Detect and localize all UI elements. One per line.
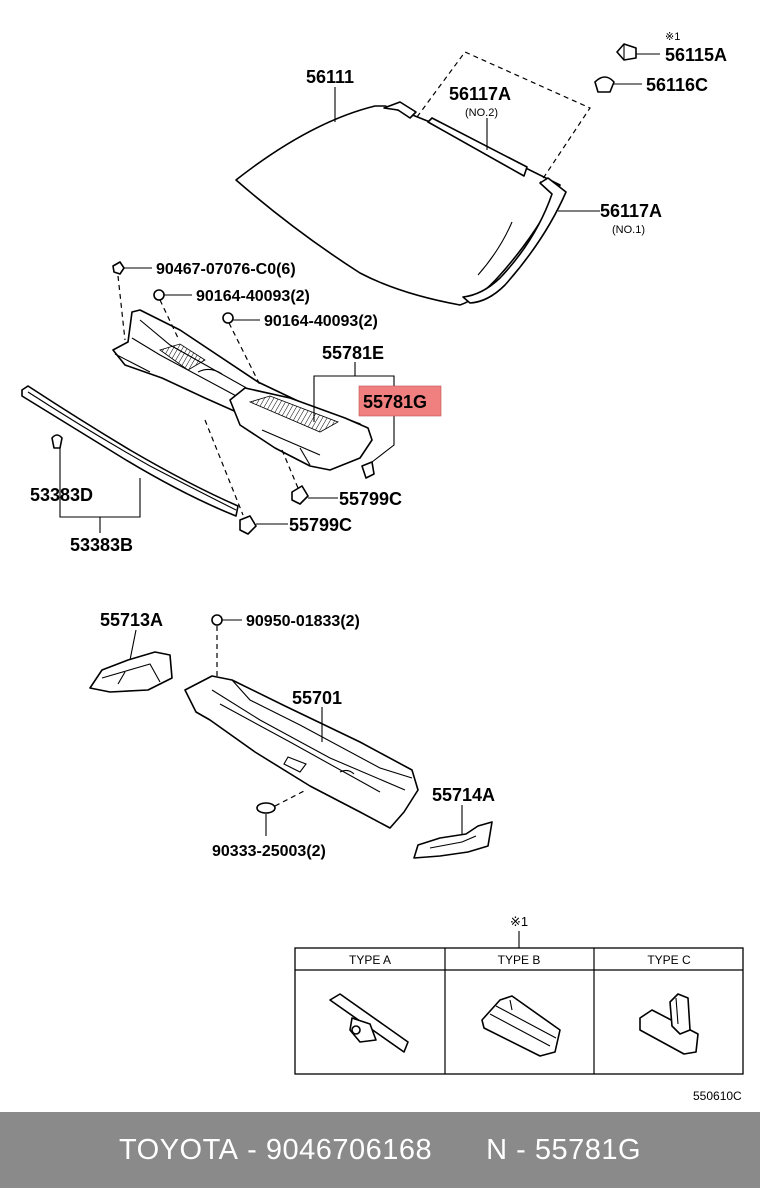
label-53383d: 53383D <box>30 485 93 505</box>
footer-brand: TOYOTA <box>118 1133 239 1166</box>
windshield-molding-no2[interactable] <box>427 117 528 177</box>
windshield-molding-no1[interactable] <box>462 177 567 304</box>
cowl-top-panel[interactable] <box>184 675 419 829</box>
footer-part-number: 9046706168 <box>265 1133 433 1166</box>
label-clip-mark: ※1 <box>665 31 680 43</box>
label-55701: 55701 <box>292 688 342 708</box>
label-55781e: 55781E <box>322 343 384 363</box>
clip-icon[interactable] <box>361 461 375 479</box>
label-56117a-no2: 56117A <box>449 84 511 104</box>
label-table-mark: ※1 <box>510 914 528 929</box>
dashed-guide-screw <box>117 275 126 341</box>
hood-seal[interactable] <box>21 385 239 517</box>
windshield-molding-corner <box>383 101 417 119</box>
dashed-guide-plug <box>274 789 307 807</box>
clip-type-a-icon <box>329 993 409 1053</box>
screw-icon[interactable] <box>112 261 125 275</box>
footer-ref: N - 55781G <box>486 1133 642 1166</box>
clip-55799c-icon[interactable] <box>291 485 309 505</box>
clip-56116c-icon[interactable] <box>594 76 615 93</box>
table-header-type-c: TYPE C <box>647 953 691 967</box>
leader-louver-bracket <box>313 375 395 463</box>
clip-type-c-icon <box>639 993 699 1055</box>
bolt-icon[interactable] <box>153 289 165 301</box>
label-56117a-no2-note: (NO.2) <box>465 107 498 119</box>
label-55799c-1: 55799C <box>339 489 402 509</box>
table-header-type-b: TYPE B <box>498 953 541 967</box>
seal-clip-icon[interactable] <box>51 434 63 449</box>
footer-dash: - <box>238 1133 266 1166</box>
label-55714a: 55714A <box>432 785 495 805</box>
label-53383b: 53383B <box>70 535 133 555</box>
label-plug: 90333-25003(2) <box>212 843 326 860</box>
bolt-icon[interactable] <box>222 312 234 324</box>
cowl-louver-right[interactable] <box>229 387 373 471</box>
footer-bar: TOYOTA - 9046706168 N - 55781G <box>0 1112 760 1188</box>
dashed-guide-bolt-2 <box>228 322 261 386</box>
label-nut: 90950-01833(2) <box>246 613 360 630</box>
label-56117a-no1-note: (NO.1) <box>612 224 645 236</box>
clip-56115a-icon[interactable] <box>616 43 637 61</box>
clip-type-b-icon <box>481 995 561 1057</box>
label-55799c-2: 55799C <box>289 515 352 535</box>
diagram-code: 550610C <box>693 1089 742 1103</box>
plug-icon[interactable] <box>256 802 276 814</box>
label-56115a: 56115A <box>665 45 727 65</box>
table-header-type-a: TYPE A <box>349 953 391 967</box>
dashed-guide-clip-lower <box>204 419 244 516</box>
label-55713a: 55713A <box>100 610 163 630</box>
dashed-guide-bolt-1 <box>159 299 179 339</box>
label-screw: 90467-07076-C0(6) <box>156 261 296 278</box>
cowl-ext-right[interactable] <box>413 821 493 859</box>
label-bolt-2: 90164-40093(2) <box>264 313 378 330</box>
label-56117a-no1: 56117A <box>600 201 662 221</box>
parts-diagram: 56111 56117A (NO.2) ※1 56115A 56116C 561… <box>21 31 744 1103</box>
leader-55713a <box>129 629 137 661</box>
cowl-ext-left[interactable] <box>89 651 173 693</box>
nut-icon[interactable] <box>211 614 223 626</box>
label-56116c: 56116C <box>646 75 708 95</box>
highlight-box <box>358 385 442 417</box>
dashed-guide-top <box>416 51 591 184</box>
label-55781g: 55781G <box>363 392 427 412</box>
label-bolt-1: 90164-40093(2) <box>196 288 310 305</box>
label-56111: 56111 <box>306 67 354 87</box>
clip-55799c-icon[interactable] <box>239 515 257 535</box>
dashed-guide-clip-mid <box>281 449 299 489</box>
